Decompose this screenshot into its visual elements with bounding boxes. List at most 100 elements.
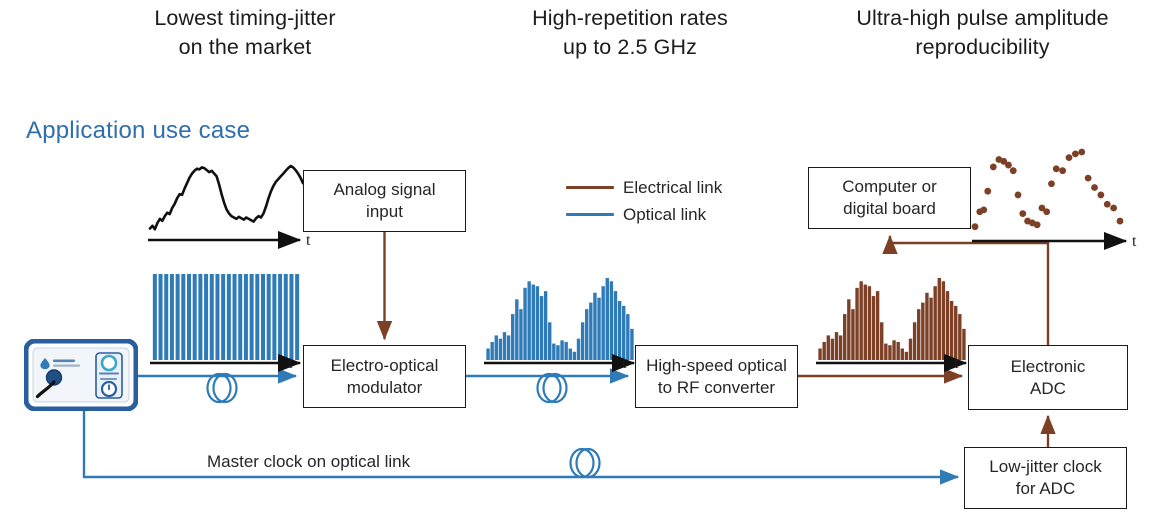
block-electro-optical-modulator[interactable]: Electro-optical modulator — [303, 345, 466, 408]
page-title: Application use case — [26, 117, 251, 144]
chart-bar — [486, 348, 490, 360]
chart-optical-pulse-train — [150, 274, 302, 373]
chart-bar — [552, 343, 556, 360]
callout-repetition-rate: High-repetition rates up to 2.5 GHz — [470, 4, 790, 62]
chart-bar — [847, 299, 851, 360]
axis-label-modulated-t: t — [622, 355, 627, 372]
chart-bar — [175, 274, 180, 360]
chart-bar — [609, 281, 614, 360]
chart-sample-dot — [1071, 150, 1079, 158]
chart-bar — [576, 338, 581, 360]
chart-sample-dot — [989, 163, 997, 171]
callout-timing-jitter: Lowest timing-jitter on the market — [95, 4, 395, 62]
axis-label-pulsetrain-t: t — [288, 355, 293, 372]
fiber-spool-icon-3 — [569, 447, 601, 479]
chart-bar — [933, 286, 937, 360]
chart-sample-dot — [1005, 161, 1012, 169]
chart-sample-dot — [1091, 184, 1098, 191]
chart-bar — [531, 284, 535, 360]
fiber-output-port[interactable] — [45, 369, 63, 386]
chart-bar — [221, 274, 226, 360]
laser-source-device[interactable] — [24, 339, 138, 411]
chart-sample-dot — [1019, 210, 1027, 218]
chart-bar — [164, 274, 169, 360]
callout-pulse-amplitude: Ultra-high pulse amplitude reproducibili… — [805, 4, 1160, 62]
chart-bar — [904, 351, 909, 360]
chart-bar — [925, 292, 929, 360]
chart-sample-dot — [984, 187, 992, 195]
block-label-line-1: High-speed optical — [646, 355, 787, 375]
block-analog-signal-input[interactable]: Analog signal input — [303, 170, 466, 232]
chart-bar — [278, 274, 283, 360]
optical-link-master-clock — [82, 411, 960, 485]
chart-bar — [490, 341, 494, 360]
chart-bar — [871, 296, 876, 360]
chart-digitized-samples — [971, 148, 1128, 251]
brand-logo-icon — [40, 358, 50, 370]
callout-line-2: up to 2.5 GHz — [563, 35, 697, 59]
chart-bar — [929, 297, 933, 360]
chart-bar — [261, 274, 265, 360]
chart-bar — [515, 299, 519, 360]
chart-sample-dot — [1103, 200, 1111, 208]
chart-bar — [626, 314, 630, 360]
chart-bar — [548, 322, 552, 360]
chart-bar — [289, 274, 294, 360]
chart-bar — [255, 274, 260, 360]
legend-label-optical: Optical link — [623, 204, 707, 224]
block-low-jitter-clock[interactable]: Low-jitter clock for ADC — [964, 447, 1127, 509]
chart-bar — [187, 274, 191, 360]
block-computer-or-digital-board[interactable]: Computer or digital board — [808, 167, 971, 229]
chart-bar — [498, 338, 503, 360]
chart-bar — [564, 341, 568, 360]
fiber-spool-icon-2 — [536, 372, 568, 404]
power-button-label — [100, 378, 117, 380]
chart-bar — [580, 322, 585, 360]
chart-sample-dot — [980, 206, 988, 214]
chart-bar — [630, 328, 634, 360]
chart-bar — [597, 297, 601, 360]
callout-line-2: reproducibility — [915, 35, 1050, 59]
chart-sample-dot — [1110, 204, 1118, 212]
chart-bar — [539, 296, 544, 360]
block-electronic-adc[interactable]: Electronic ADC — [968, 345, 1128, 410]
chart-analog-input-waveform — [148, 164, 305, 250]
brand-text-line-2 — [53, 364, 80, 367]
chart-sample-dot — [1078, 148, 1086, 156]
chart-bar — [605, 278, 609, 360]
check-line-button[interactable] — [100, 354, 118, 372]
chart-bar — [283, 274, 288, 360]
block-label-line-2: ADC — [1030, 378, 1066, 398]
chart-bar — [295, 274, 300, 360]
brand-text-line-1 — [53, 359, 75, 363]
chart-bar — [962, 328, 966, 360]
chart-bar — [863, 284, 867, 360]
chart-bar — [888, 345, 892, 360]
chart-bar — [238, 274, 243, 360]
chart-bar — [908, 338, 913, 360]
chart-bar — [266, 274, 271, 360]
chart-bar — [622, 305, 626, 360]
electrical-link-adc-to-computer — [882, 234, 1050, 345]
chart-bar — [851, 309, 855, 360]
chart-bar — [900, 348, 904, 360]
chart-bar — [941, 281, 946, 360]
chart-bar — [822, 341, 826, 360]
legend: Electrical link Optical link — [566, 174, 722, 228]
chart-bar — [535, 286, 540, 360]
chart-rf-converted-pulses — [816, 278, 968, 373]
block-label-line-2: for ADC — [1015, 479, 1076, 498]
chart-bar — [585, 309, 589, 360]
chart-bar — [506, 335, 511, 360]
callout-line-1: Ultra-high pulse amplitude — [856, 6, 1109, 30]
chart-bar — [169, 274, 174, 360]
chart-bar — [593, 292, 597, 360]
chart-bar — [892, 340, 896, 360]
chart-bar — [617, 300, 622, 360]
chart-bar — [204, 274, 209, 360]
chart-bar — [834, 332, 839, 360]
block-optical-to-rf-converter[interactable]: High-speed optical to RF converter — [635, 345, 798, 408]
chart-sample-dot — [1000, 157, 1008, 165]
chart-bar — [527, 281, 531, 360]
